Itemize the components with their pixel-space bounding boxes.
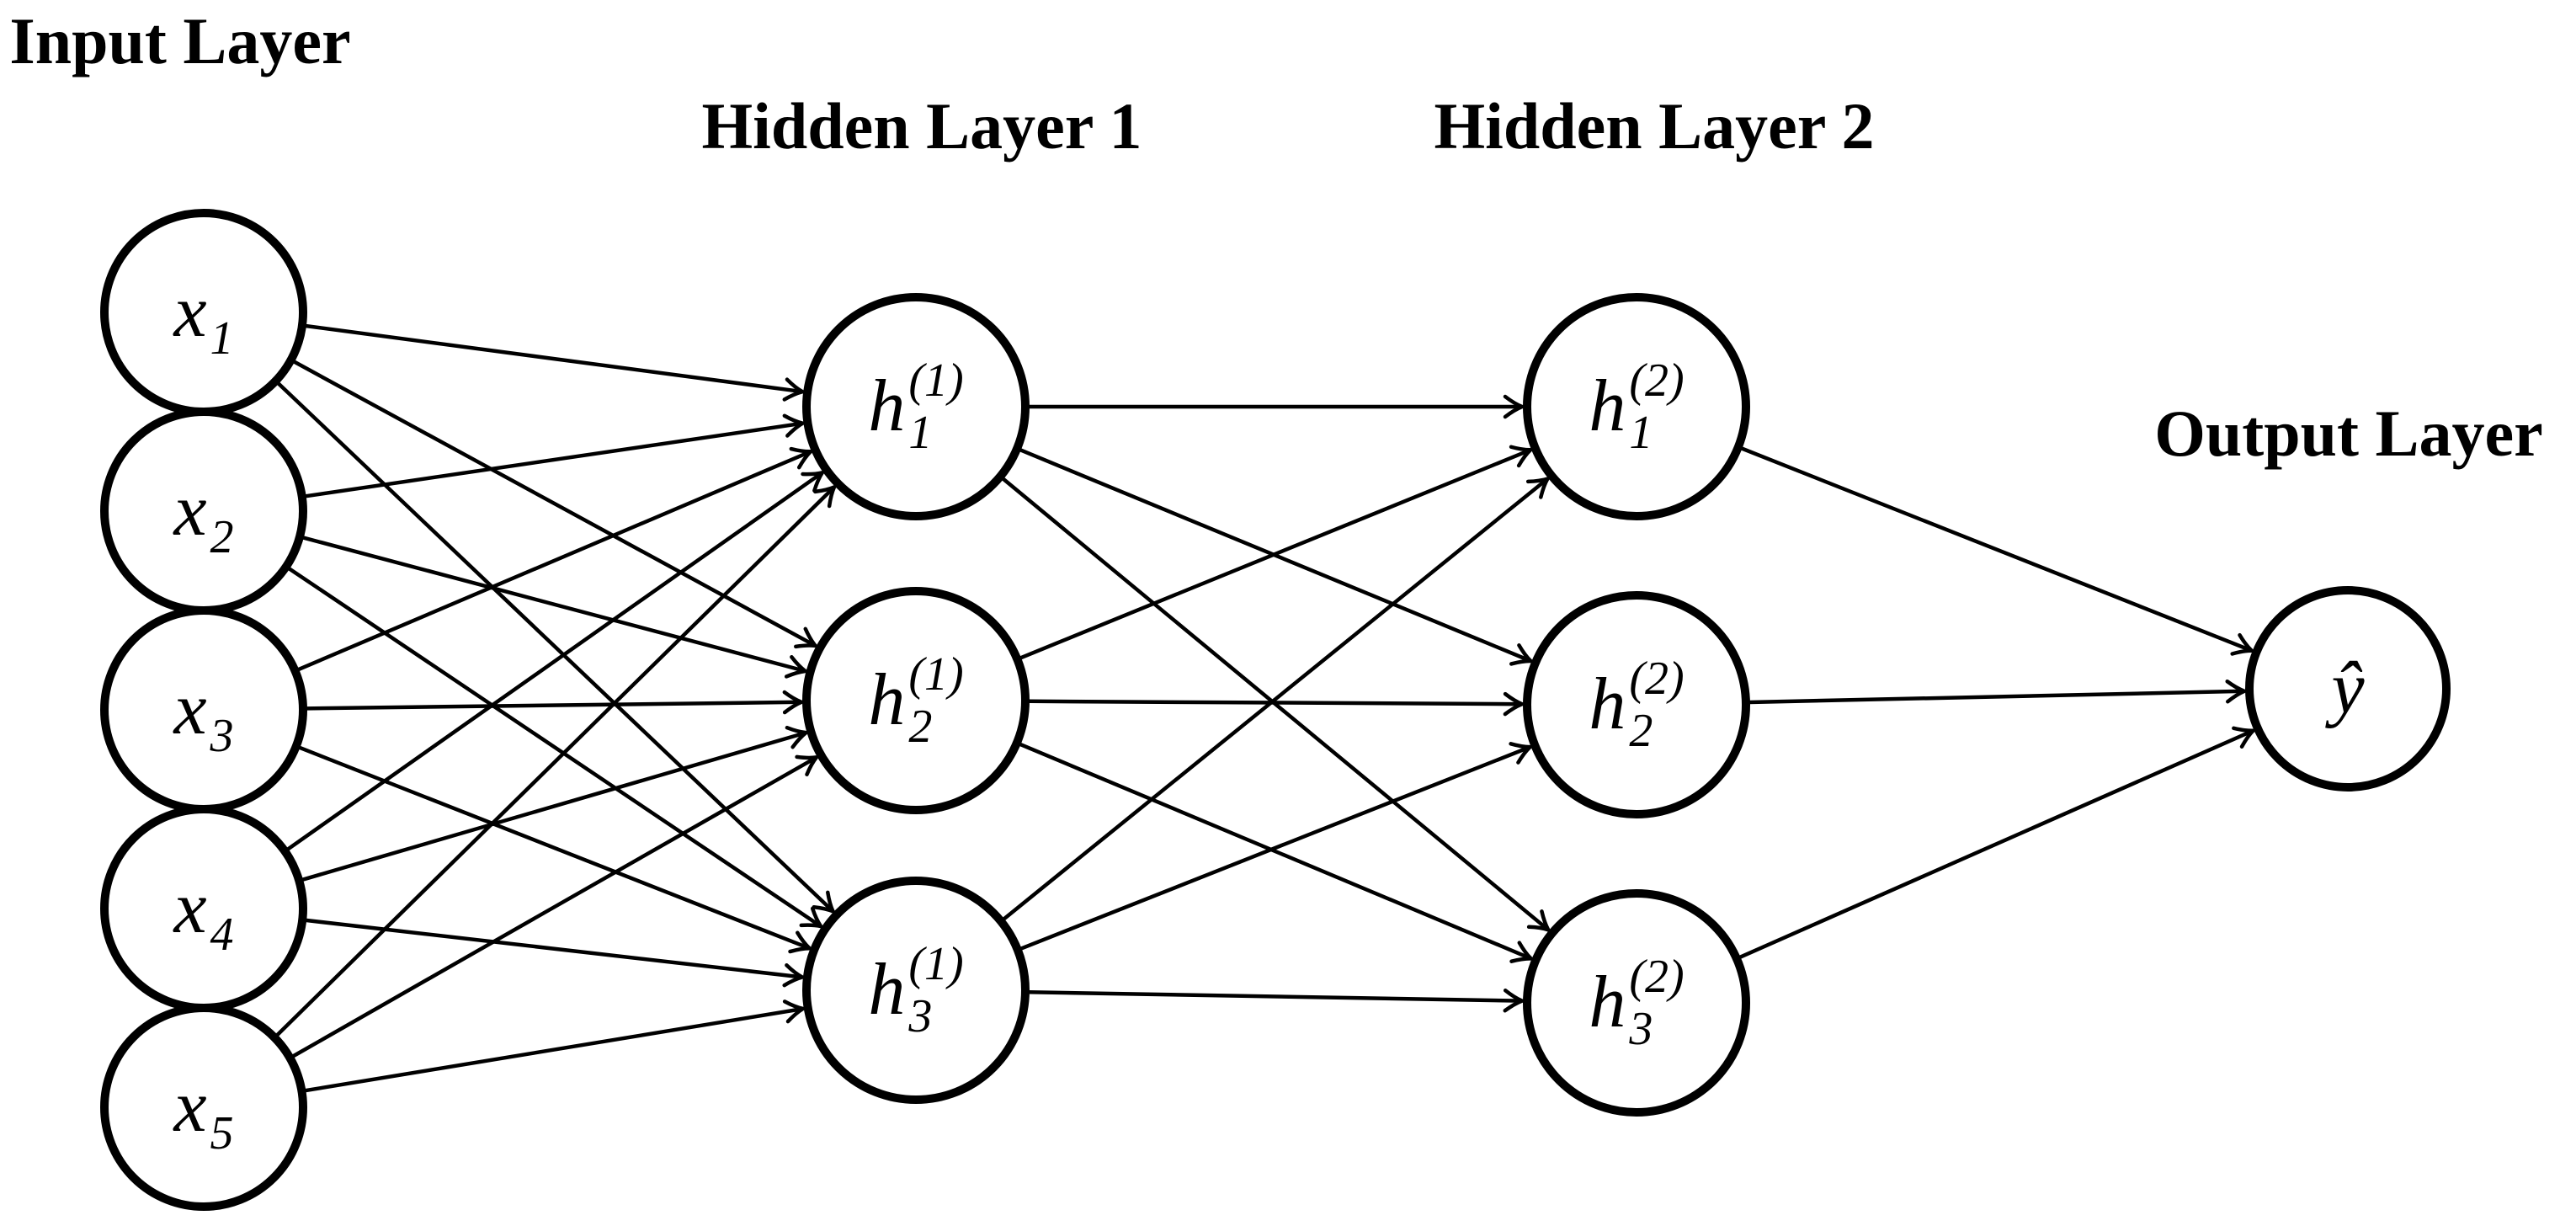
node-label-superscript: (1) [908, 354, 964, 407]
node-label-subscript: 2 [908, 701, 933, 753]
node-label-h2_1: h(2)1 [1589, 357, 1684, 456]
node-label-scripts: 1 [210, 263, 234, 362]
edge-x5-h1_3 [305, 999, 808, 1093]
node-circle-h2_1 [1523, 293, 1750, 520]
node-label-superscript: (1) [908, 938, 964, 990]
edge-h1_3-h2_1 [1002, 475, 1552, 921]
node-label-h1_3: h(1)3 [868, 941, 963, 1040]
node-label-base: x [173, 271, 207, 353]
node-label-base: x [173, 470, 207, 552]
node-label-subscript: 1 [1629, 407, 1653, 459]
node-label-subscript: 2 [1629, 705, 1653, 757]
node-label-superscript [210, 461, 234, 509]
node-circle-h1_3 [802, 877, 1030, 1104]
edge-h1_2-h2_3 [1019, 742, 1536, 963]
node-label-subscript: 1 [210, 312, 234, 365]
node-label-scripts: 4 [210, 859, 234, 958]
node-label-superscript [210, 1058, 234, 1105]
edge-x4-h1_2 [301, 725, 812, 882]
node-label-superscript: (2) [1629, 653, 1685, 705]
node-label-base: h [868, 659, 906, 741]
node-label-h2_3: h(2)3 [1589, 953, 1684, 1053]
edge-x3-h1_2 [306, 690, 807, 715]
node-label-base: h [1589, 664, 1626, 745]
node-label-subscript: 4 [210, 909, 234, 961]
edge-x4-h1_1 [286, 469, 827, 851]
node-label-superscript [210, 263, 234, 310]
node-label-base: ŷ [2331, 648, 2365, 729]
node-circle-h1_1 [802, 293, 1030, 520]
node-label-scripts: (1)1 [908, 357, 963, 456]
layer-title-output: Output Layer [2154, 397, 2543, 470]
node-label-superscript: (2) [1629, 354, 1685, 407]
node-label-h1_2: h(1)2 [868, 651, 963, 750]
node-label-subscript: 1 [908, 407, 933, 459]
edge-x1-h1_2 [293, 360, 820, 649]
node-label-base: x [173, 1066, 207, 1148]
edge-h1_2-h2_2 [1028, 691, 1528, 717]
edge-h2_1-yhat [1740, 446, 2257, 656]
node-circle-yhat [2245, 586, 2451, 792]
node-label-subscript: 3 [210, 710, 234, 762]
node-label-base: x [173, 669, 207, 750]
node-label-scripts: 2 [210, 461, 234, 561]
node-label-scripts: (2)1 [1629, 357, 1684, 456]
edge-h2_3-yhat [1738, 726, 2259, 959]
node-label-subscript: 5 [210, 1107, 234, 1159]
edge-x5-h1_2 [291, 754, 822, 1058]
node-label-subscript: 2 [210, 511, 234, 563]
node-circle-h2_3 [1523, 889, 1750, 1117]
node-label-base: h [1589, 365, 1626, 447]
node-label-base: x [173, 867, 207, 949]
layer-title-input: Input Layer [9, 4, 351, 77]
edge-h1_3-h2_3 [1028, 989, 1528, 1013]
edge-x5-h1_1 [275, 483, 838, 1037]
node-label-subscript: 3 [1629, 1003, 1653, 1055]
node-label-scripts: (1)3 [908, 941, 963, 1040]
node-label-base: h [1589, 962, 1626, 1043]
node-label-h1_1: h(1)1 [868, 357, 963, 456]
edge-x2-h1_2 [302, 536, 811, 679]
node-label-base: h [868, 365, 906, 447]
node-label-yhat: ŷ [2331, 652, 2364, 726]
node-label-superscript: (1) [908, 648, 964, 701]
node-label-scripts: 3 [210, 660, 234, 760]
edge-x3-h1_3 [298, 745, 815, 954]
node-label-superscript [210, 859, 234, 906]
node-label-scripts: (1)2 [908, 651, 963, 750]
edge-x1-h1_1 [305, 323, 808, 402]
edge-x2-h1_3 [287, 567, 826, 930]
node-label-superscript: (2) [1629, 951, 1685, 1003]
edge-x1-h1_3 [276, 381, 837, 915]
node-label-scripts: (2)3 [1629, 953, 1684, 1053]
layer-title-hidden-2: Hidden Layer 2 [1434, 89, 1875, 163]
edge-h1_2-h2_1 [1019, 445, 1535, 660]
edge-x4-h1_3 [305, 918, 807, 988]
node-label-h2_2: h(2)2 [1589, 655, 1684, 754]
node-circle-h1_2 [802, 587, 1030, 814]
node-circle-x5 [100, 1004, 307, 1211]
edge-h1_3-h2_2 [1019, 742, 1535, 951]
node-circle-h2_2 [1523, 591, 1750, 818]
node-label-base: h [868, 949, 906, 1031]
node-label-superscript [210, 660, 234, 707]
edge-x3-h1_1 [297, 446, 816, 672]
node-label-scripts: (2)2 [1629, 655, 1684, 754]
node-label-scripts: 5 [210, 1058, 234, 1157]
layer-title-hidden-1: Hidden Layer 1 [701, 89, 1142, 163]
edge-x2-h1_1 [305, 413, 808, 498]
node-label-subscript: 3 [908, 990, 933, 1042]
edge-h2_2-yhat [1748, 680, 2250, 705]
